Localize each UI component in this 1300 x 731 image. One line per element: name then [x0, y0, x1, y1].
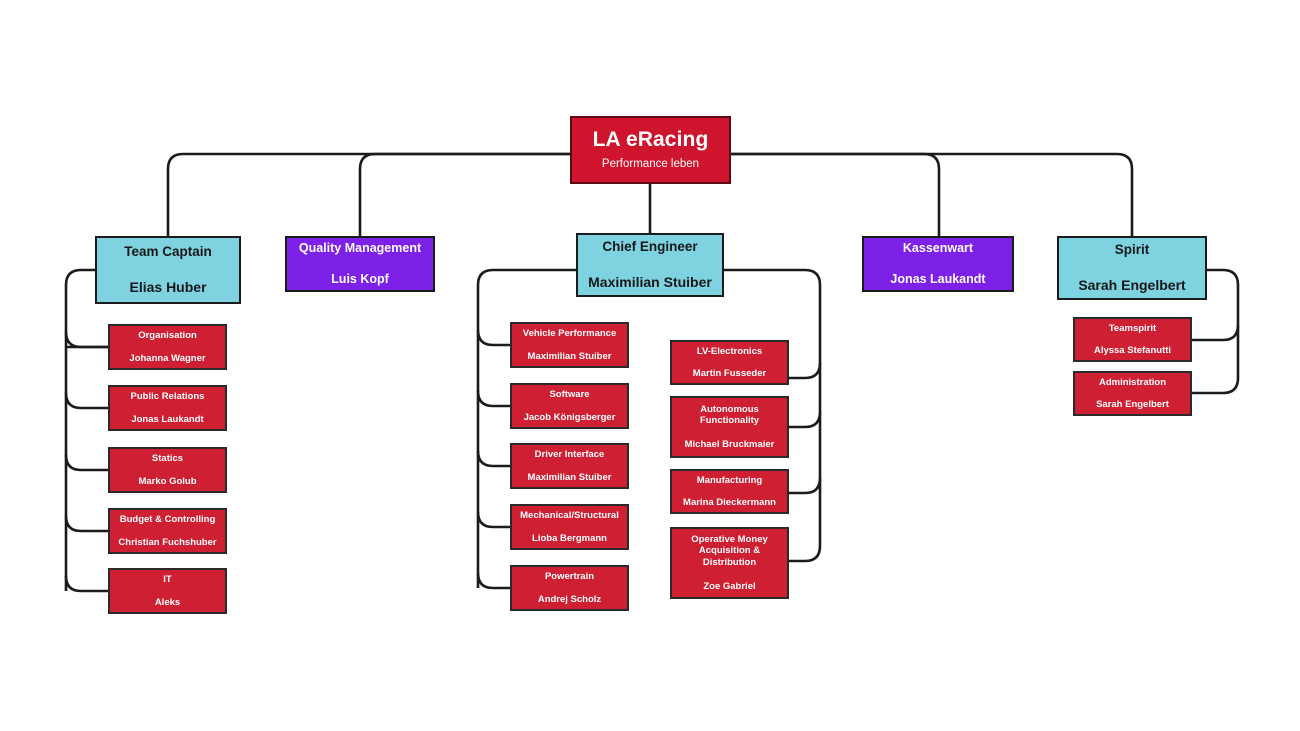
node-person: Martin Fusseder: [692, 368, 767, 379]
node-title: LV-Electronics: [696, 345, 763, 357]
wire-ce-l-elbow-3: [476, 511, 510, 529]
node-spirit[interactable]: Spirit Sarah Engelbert: [1057, 236, 1207, 300]
node-title: Powertrain: [544, 571, 595, 583]
node-person: Lioba Bergmann: [532, 532, 607, 544]
node-title: IT: [163, 574, 172, 586]
node-operative-money-acquisition-distribution[interactable]: Operative Money Acquisition & Distributi…: [670, 527, 789, 599]
wire-spirit-elbow-1: [1192, 377, 1240, 395]
node-title: Operative Money Acquisition & Distributi…: [691, 534, 768, 568]
node-person: Sarah Engelbert: [1096, 399, 1169, 410]
node-title: Vehicle Performance: [522, 328, 617, 340]
wire-tc-elbow-1: [64, 392, 108, 410]
node-autonomous-functionality[interactable]: Autonomous Functionality Michael Bruckma…: [670, 396, 789, 458]
node-title: Chief Engineer: [602, 239, 698, 255]
node-vehicle-performance[interactable]: Vehicle Performance Maximilian Stuiber: [510, 322, 629, 368]
wire-ce-l-elbow-4: [476, 572, 510, 590]
node-title: Organisation: [138, 330, 197, 342]
node-organisation[interactable]: Organisation Johanna Wagner: [108, 324, 227, 370]
node-person: Jonas Laukandt: [890, 272, 986, 286]
wire-ce-r-elbow-2: [789, 477, 822, 495]
wire-spirit-elbow-0: [1192, 324, 1240, 342]
node-title: Manufacturing: [696, 474, 763, 486]
node-title: Statics: [151, 453, 184, 465]
node-title: Public Relations: [130, 391, 205, 403]
node-person: Elias Huber: [129, 279, 207, 296]
node-person: Sarah Engelbert: [1078, 277, 1186, 294]
node-person: Zoe Gabriel: [703, 580, 756, 592]
wire-ce-l-elbow-0: [476, 329, 510, 347]
node-person: Johanna Wagner: [129, 352, 206, 364]
node-title: Driver Interface: [534, 449, 605, 461]
node-statics[interactable]: Statics Marko Golub: [108, 447, 227, 493]
node-powertrain[interactable]: Powertrain Andrej Scholz: [510, 565, 629, 611]
wire-team-captain-trunk: [64, 268, 95, 591]
wire-ce-r-elbow-0: [789, 362, 822, 380]
node-team-captain[interactable]: Team Captain Elias Huber: [95, 236, 241, 304]
root-tagline: Performance leben: [601, 158, 700, 171]
node-person: Andrej Scholz: [537, 593, 602, 605]
node-person: Michael Bruckmaier: [684, 439, 775, 451]
node-person: Jacob Königsberger: [523, 411, 616, 423]
wire-ce-r-elbow-3: [789, 545, 822, 563]
node-mechanical-structural[interactable]: Mechanical/Structural Lioba Bergmann: [510, 504, 629, 550]
wire-ce-l-elbow-1: [476, 390, 510, 408]
node-manufacturing[interactable]: Manufacturing Marina Dieckermann: [670, 469, 789, 514]
wire-ce-l-elbow-2: [476, 450, 510, 468]
wire-spirit-trunk: [1207, 268, 1240, 378]
node-root[interactable]: LA eRacing Performance leben: [570, 116, 731, 184]
node-title: Kassenwart: [902, 241, 974, 256]
node-software[interactable]: Software Jacob Königsberger: [510, 383, 629, 429]
wire-ce-r-elbow-1: [789, 411, 822, 429]
node-title: Teamspirit: [1108, 322, 1157, 334]
node-driver-interface[interactable]: Driver Interface Maximilian Stuiber: [510, 443, 629, 489]
node-quality-management[interactable]: Quality Management Luis Kopf: [285, 236, 435, 292]
node-title: Quality Management: [298, 241, 422, 256]
node-person: Marina Dieckermann: [683, 497, 776, 508]
node-teamspirit[interactable]: Teamspirit Alyssa Stefanutti: [1073, 317, 1192, 362]
node-title: Mechanical/Structural: [520, 510, 619, 522]
node-title: Spirit: [1114, 242, 1150, 258]
node-person: Maximilian Stuiber: [527, 350, 612, 362]
node-kassenwart[interactable]: Kassenwart Jonas Laukandt: [862, 236, 1014, 292]
root-title: LA eRacing: [592, 128, 709, 152]
node-chief-engineer[interactable]: Chief Engineer Maximilian Stuiber: [576, 233, 724, 297]
node-administration[interactable]: Administration Sarah Engelbert: [1073, 371, 1192, 416]
node-it[interactable]: IT Aleks: [108, 568, 227, 614]
node-title: Autonomous Functionality: [699, 403, 760, 426]
node-person: Maximilian Stuiber: [588, 274, 712, 291]
wire-tc-elbow-4: [64, 575, 108, 593]
node-person: Marko Golub: [138, 475, 197, 487]
node-person: Jonas Laukandt: [131, 413, 204, 425]
node-title: Administration: [1098, 376, 1167, 388]
wire-tc-elbow-2: [64, 454, 108, 472]
node-public-relations[interactable]: Public Relations Jonas Laukandt: [108, 385, 227, 431]
node-title: Software: [549, 389, 590, 401]
node-person: Alyssa Stefanutti: [1093, 345, 1172, 356]
node-budget-controlling[interactable]: Budget & Controlling Christian Fuchshube…: [108, 508, 227, 554]
wire-tc-elbow-3: [64, 515, 108, 533]
node-person: Maximilian Stuiber: [527, 471, 612, 483]
node-lv-electronics[interactable]: LV-Electronics Martin Fusseder: [670, 340, 789, 385]
node-person: Christian Fuchshuber: [118, 536, 217, 548]
wire-tc-elbow-0: [64, 331, 108, 349]
node-title: Team Captain: [124, 244, 212, 260]
node-person: Aleks: [154, 596, 181, 608]
node-person: Luis Kopf: [331, 272, 389, 286]
node-title: Budget & Controlling: [119, 514, 216, 526]
